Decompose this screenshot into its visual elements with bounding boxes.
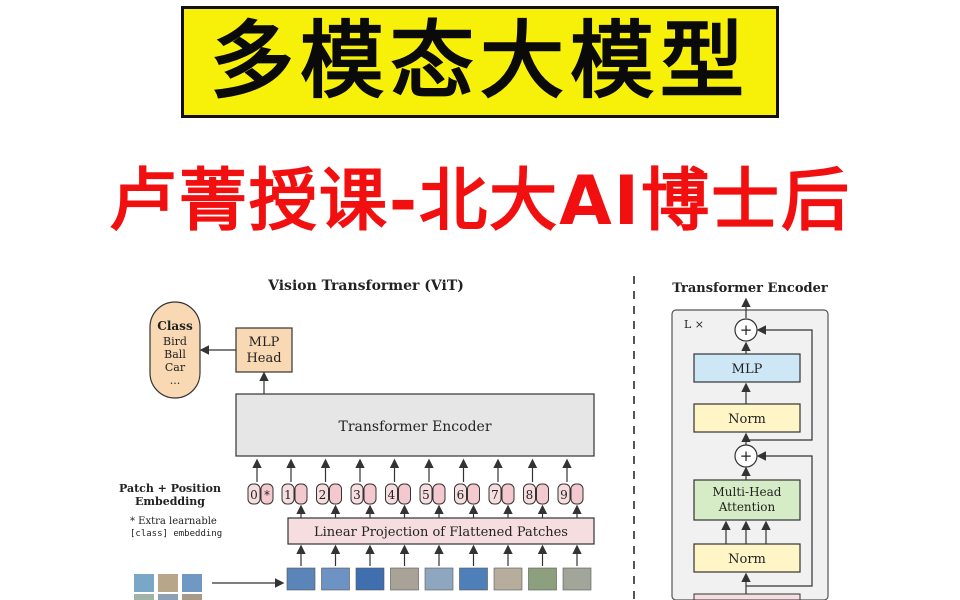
- image-patch: [134, 594, 154, 600]
- token-index: 2: [319, 488, 327, 502]
- flattened-patch: [355, 567, 385, 591]
- position-embedding-token: [247, 483, 261, 505]
- token-index: 9: [560, 488, 568, 502]
- repeat-label: L ×: [684, 318, 704, 331]
- subtitle: 卢菁授课-北大AI博士后: [108, 162, 852, 241]
- class-item: Bird: [163, 335, 187, 348]
- main-title-banner: 多模态大模型: [0, 6, 960, 118]
- attention-box: [693, 479, 801, 521]
- token-index: 7: [491, 488, 499, 502]
- input-image-grid: [134, 574, 202, 600]
- image-patch: [182, 574, 202, 592]
- linear-projection-label: Linear Projection of Flattened Patches: [314, 525, 568, 540]
- patch-embedding-token: [501, 483, 515, 505]
- norm-label: Norm: [728, 412, 766, 427]
- mlp-head-label: Head: [246, 351, 281, 366]
- token-index: 5: [422, 488, 430, 502]
- position-embedding-token: [488, 483, 502, 505]
- norm-label: Norm: [728, 552, 766, 567]
- patch-embedding-token: [536, 483, 549, 505]
- patch-embedding-token: [432, 483, 446, 505]
- class-title: Class: [157, 319, 193, 333]
- image-patch: [158, 594, 178, 600]
- position-embedding-token: [454, 483, 467, 505]
- extra-learnable-note: * Extra learnable: [130, 516, 217, 527]
- class-item: ...: [170, 374, 181, 387]
- flattened-patch: [562, 567, 592, 591]
- patch-embedding-token: [329, 483, 342, 505]
- position-embedding-token: [557, 483, 571, 505]
- patch-embedding-token: [467, 483, 480, 505]
- token-index: 0: [250, 488, 258, 502]
- residual-connection: [746, 451, 813, 587]
- patch-embedding-label: Embedding: [135, 495, 205, 508]
- flattened-patch: [493, 567, 523, 591]
- position-embedding-token: [385, 483, 398, 505]
- flattened-patches-row: [286, 544, 592, 591]
- transformer-encoder-box: [235, 393, 595, 457]
- embedded-patches-box: [693, 593, 801, 600]
- flattened-patch: [459, 567, 488, 591]
- transformer-encoder-label: Transformer Encoder: [338, 419, 491, 435]
- attention-label: Multi-Head: [713, 485, 782, 499]
- residual-connection: [746, 325, 813, 441]
- position-embedding-token: [316, 483, 329, 505]
- image-patch: [134, 574, 154, 592]
- patch-embedding-token: [363, 483, 377, 505]
- class-token-marker: *: [264, 488, 270, 502]
- class-item: Car: [165, 361, 186, 374]
- position-embedding-token: [350, 483, 364, 505]
- image-patch: [182, 594, 202, 600]
- token-index: 8: [526, 488, 534, 502]
- flattened-patch: [424, 567, 454, 591]
- mlp-label: MLP: [732, 362, 763, 377]
- plus-sign: +: [740, 321, 753, 339]
- mlp-box: [693, 353, 801, 383]
- attention-label: Attention: [718, 500, 776, 514]
- token-index: 3: [353, 488, 361, 502]
- position-embedding-token: [523, 483, 536, 505]
- patch-embedding-token: [260, 483, 274, 505]
- flattened-patch: [390, 567, 419, 591]
- main-title: 多模态大模型: [180, 6, 779, 118]
- patch-embedding-token: [294, 483, 308, 505]
- linear-projection-box: [287, 517, 595, 545]
- flattened-patch: [321, 567, 350, 591]
- position-embedding-token: [419, 483, 433, 505]
- plus-sign: +: [740, 447, 753, 465]
- vit-heading: Vision Transformer (ViT): [267, 278, 464, 294]
- patch-embedding-token: [570, 483, 584, 505]
- norm-box-top: [693, 403, 801, 433]
- flattened-patch: [528, 567, 557, 591]
- token-row: 0 * 1 2 3 4 5 6 7 8 9: [247, 458, 584, 518]
- norm-box-bottom: [693, 543, 801, 573]
- patch-embedding-label: Patch + Position: [119, 482, 221, 495]
- class-item: Ball: [164, 348, 186, 361]
- token-index: 6: [457, 488, 465, 502]
- patch-embedding-token: [398, 483, 411, 505]
- position-embedding-token: [281, 483, 295, 505]
- flattened-patch: [286, 567, 316, 591]
- mlp-head-label: MLP: [249, 335, 280, 350]
- image-patch: [158, 574, 178, 592]
- token-index: 4: [388, 488, 396, 502]
- token-index: 1: [284, 488, 292, 502]
- extra-learnable-note: [class] embedding: [130, 529, 222, 539]
- encoder-detail-heading: Transformer Encoder: [672, 281, 828, 296]
